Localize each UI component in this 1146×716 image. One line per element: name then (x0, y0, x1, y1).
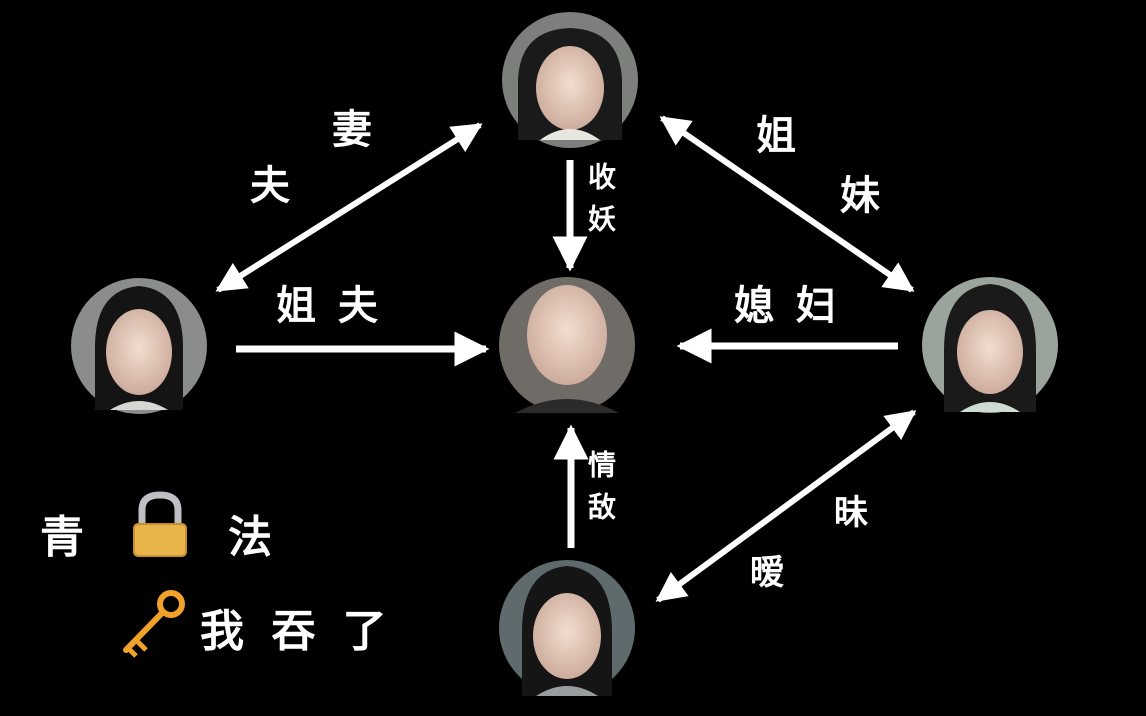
portrait-center-monk (499, 277, 635, 413)
label-ambiguous-b: 暧 (750, 553, 784, 593)
portrait-left-man (71, 278, 207, 414)
label-husband: 夫 (250, 163, 290, 209)
lock-icon (133, 491, 187, 557)
label-wife: 妻 (332, 107, 372, 153)
legend-char-qing: 青 (40, 512, 98, 563)
portrait-top-woman (502, 12, 638, 148)
label-brother-in-law: 姐 夫 (276, 283, 382, 329)
arrow-husband-wife (215, 122, 483, 293)
key-icon (123, 590, 185, 658)
label-love-rival: 情敌 (584, 450, 617, 534)
legend-char-fa: 法 (228, 512, 286, 563)
label-younger-sister: 妹 (840, 173, 880, 219)
arrow-ambiguous (655, 409, 917, 603)
label-elder-sister: 姐 (756, 113, 796, 159)
label-daughter-in-law: 媳 妇 (734, 283, 840, 329)
label-demon-capture: 收妖 (584, 162, 617, 246)
legend-line-2: 我 吞 了 (200, 606, 393, 657)
arrow-sisters (659, 115, 915, 293)
portrait-right-woman (922, 277, 1058, 413)
portrait-bottom-man (499, 560, 635, 696)
label-ambiguous-a: 昧 (834, 493, 868, 533)
